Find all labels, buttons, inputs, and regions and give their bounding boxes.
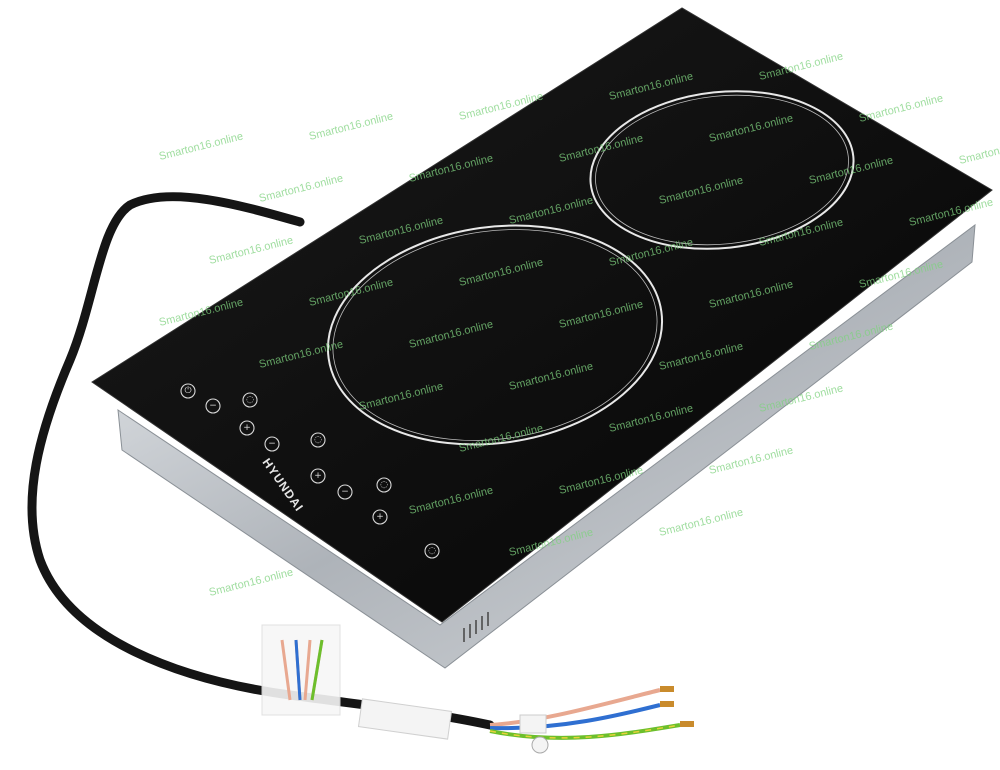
touch-control-ring <box>242 392 258 408</box>
cooking-zone-small-inner <box>595 94 849 246</box>
cooking-zone-small <box>589 90 855 250</box>
glass-top <box>91 7 993 623</box>
touch-control-ring <box>424 543 440 559</box>
touch-control-ring <box>372 509 388 525</box>
touch-control-8[interactable]: ◌ <box>376 477 392 493</box>
touch-control-ring <box>264 436 280 452</box>
touch-control-9[interactable]: + <box>372 509 388 525</box>
touch-control-ring <box>205 398 221 414</box>
touch-control-symbol: + <box>376 512 384 522</box>
watermark-text: Smarton16.online <box>158 130 245 163</box>
touch-control-3[interactable]: + <box>239 420 255 436</box>
touch-control-ring <box>239 420 255 436</box>
cooking-zone-large <box>326 224 664 446</box>
watermark-text: Smarton16.online <box>308 110 395 143</box>
touch-control-symbol: − <box>341 487 349 497</box>
touch-control-symbol: + <box>314 471 322 481</box>
touch-control-ring <box>310 468 326 484</box>
touch-control-symbol: ⏻ <box>184 385 191 396</box>
touch-control-symbol: − <box>268 439 276 449</box>
touch-control-2[interactable]: ◌ <box>242 392 258 408</box>
touch-control-ring <box>180 383 196 399</box>
touch-control-symbol: ◌ <box>428 546 436 556</box>
cooking-zone-large-inner <box>332 229 658 441</box>
touch-control-symbol: ◌ <box>380 480 388 490</box>
touch-control-10[interactable]: ◌ <box>424 543 440 559</box>
watermark-text: Smarton16.online <box>858 92 945 125</box>
touch-control-1[interactable]: − <box>205 398 221 414</box>
touch-control-7[interactable]: − <box>337 484 353 500</box>
watermark-text: Smarton16.online <box>208 566 295 599</box>
touch-control-panel: ⏻ − ◌ + − ◌ + − ◌ + ◌ <box>180 383 440 559</box>
watermark-text: Smarton16.online <box>658 506 745 539</box>
touch-control-6[interactable]: + <box>310 468 326 484</box>
touch-control-ring <box>337 484 353 500</box>
metal-frame <box>117 223 976 669</box>
touch-control-ring <box>310 432 326 448</box>
vent-slots <box>463 612 489 642</box>
touch-control-symbol: ◌ <box>246 395 254 405</box>
touch-control-symbol: − <box>209 401 217 411</box>
wire-ends <box>261 624 694 754</box>
watermark-text: Smarton16.online <box>258 172 345 205</box>
watermark-text: Smarton16.online <box>958 134 1000 167</box>
touch-control-symbol: ◌ <box>314 435 322 445</box>
touch-control-ring <box>376 477 392 493</box>
touch-control-5[interactable]: ◌ <box>310 432 326 448</box>
touch-control-symbol: + <box>243 423 251 433</box>
touch-control-0[interactable]: ⏻ <box>180 383 196 399</box>
touch-control-4[interactable]: − <box>264 436 280 452</box>
